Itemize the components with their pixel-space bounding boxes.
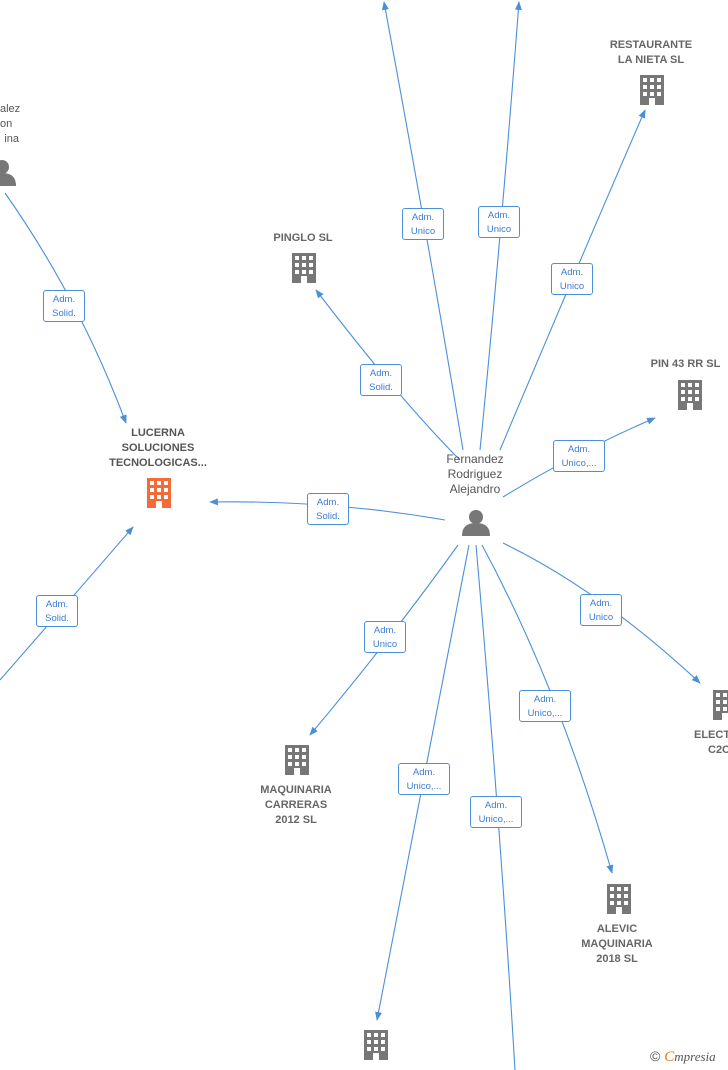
edge-e12-line1: Adm. <box>52 294 76 305</box>
edge-e11-line2: Unico,... <box>478 814 514 825</box>
building-icon-alevic <box>607 884 631 914</box>
elect-line2: C2C <box>708 744 728 756</box>
other-person-line2: on <box>0 118 13 130</box>
edge-label-e12[interactable]: Adm. Solid. <box>43 290 85 322</box>
main-company-label[interactable]: LUCERNA SOLUCIONES TECNOLOGICAS... <box>98 426 218 471</box>
building-icon-pin43 <box>678 380 702 410</box>
edge-e5-line2: Unico,... <box>561 458 597 469</box>
center-person-label[interactable]: Fernandez Rodriguez Alejandro <box>430 452 520 497</box>
company-label-restaurante[interactable]: RESTAURANTE LA NIETA SL <box>596 38 706 68</box>
person-icon-center <box>462 510 490 536</box>
building-icon-pinglo <box>292 253 316 283</box>
edge-e5-line1: Adm. <box>567 444 591 455</box>
edge-e8-line1: Adm. <box>373 625 397 636</box>
restaurante-line2: LA NIETA SL <box>617 54 685 66</box>
elect-line1: ELECT <box>694 729 728 741</box>
edge-label-e6[interactable]: Adm. Solid. <box>307 493 349 525</box>
center-person-line2: Rodriguez <box>447 467 503 481</box>
edge-e13-line1: Adm. <box>45 599 69 610</box>
edge-e4-line2: Solid. <box>369 382 393 393</box>
other-person-line1: alez <box>0 103 21 115</box>
edge-e8-line2: Unico <box>372 639 398 650</box>
main-company-line1: LUCERNA <box>131 427 185 439</box>
other-person-line3: ina <box>4 133 19 145</box>
copyright-symbol: © <box>650 1048 661 1064</box>
main-company-line3: TECNOLOGICAS... <box>109 457 207 469</box>
edge-e13-line2: Solid. <box>45 613 69 624</box>
brand-initial: C <box>664 1049 675 1065</box>
edge-e3-line1: Adm. <box>560 267 584 278</box>
edge-label-e9[interactable]: Adm. Unico,... <box>519 690 571 722</box>
edge-label-e3[interactable]: Adm. Unico <box>551 263 593 295</box>
company-label-alevic[interactable]: ALEVIC MAQUINARIA 2018 SL <box>567 922 667 967</box>
edge-label-e5[interactable]: Adm. Unico,... <box>553 440 605 472</box>
empresia-logo[interactable]: Cmpresia <box>664 1049 716 1065</box>
edge-label-e4[interactable]: Adm. Solid. <box>360 364 402 396</box>
edge-label-e10[interactable]: Adm. Unico,... <box>398 763 450 795</box>
edge-e1-line2: Unico <box>410 226 436 237</box>
edge-e12-line2: Solid. <box>52 308 76 319</box>
center-person-line1: Fernandez <box>446 452 504 466</box>
edge-line-up2 <box>479 1 522 451</box>
edge-e1-line1: Adm. <box>411 212 435 223</box>
person-icon-other <box>0 160 16 186</box>
maquinaria-line2: CARRERAS <box>264 799 328 811</box>
restaurante-line1: RESTAURANTE <box>609 39 693 51</box>
company-label-pinglo[interactable]: PINGLO SL <box>258 231 348 246</box>
company-label-pin43[interactable]: PIN 43 RR SL <box>643 357 728 372</box>
edge-label-e11[interactable]: Adm. Unico,... <box>470 796 522 828</box>
edge-label-e7[interactable]: Adm. Unico <box>580 594 622 626</box>
edge-e10-line2: Unico,... <box>406 781 442 792</box>
edge-label-e2[interactable]: Adm. Unico <box>478 206 520 238</box>
alevic-line2: MAQUINARIA <box>581 938 653 950</box>
edge-e7-line2: Unico <box>588 612 614 623</box>
edge-e4-line1: Adm. <box>369 368 393 379</box>
copyright-footer: © Cmpresia <box>650 1048 716 1066</box>
edge-label-e1[interactable]: Adm. Unico <box>402 208 444 240</box>
edge-e2-line1: Adm. <box>487 210 511 221</box>
building-icon-bottom <box>364 1030 388 1060</box>
brand-rest: mpresia <box>674 1049 716 1064</box>
pinglo-line1: PINGLO SL <box>273 232 333 244</box>
edge-e6-line1: Adm. <box>316 497 340 508</box>
edge-e9-line1: Adm. <box>533 694 557 705</box>
building-icon-elect <box>713 690 728 720</box>
pin43-line1: PIN 43 RR SL <box>650 358 721 370</box>
maquinaria-line3: 2012 SL <box>275 814 317 826</box>
edge-e7-line1: Adm. <box>589 598 613 609</box>
center-person-line3: Alejandro <box>449 482 501 496</box>
building-icon-maquinaria <box>285 745 309 775</box>
edge-label-e8[interactable]: Adm. Unico <box>364 621 406 653</box>
company-label-maquinaria[interactable]: MAQUINARIA CARRERAS 2012 SL <box>246 783 346 828</box>
edge-e9-line2: Unico,... <box>527 708 563 719</box>
alevic-line1: ALEVIC <box>596 923 638 935</box>
edge-e10-line1: Adm. <box>412 767 436 778</box>
edge-label-e13[interactable]: Adm. Solid. <box>36 595 78 627</box>
building-icon-restaurante <box>640 75 664 105</box>
other-person-label[interactable]: alez on ina <box>0 102 21 147</box>
edge-e3-line2: Unico <box>559 281 585 292</box>
building-icon-lucerna <box>147 478 171 508</box>
alevic-line3: 2018 SL <box>596 953 638 965</box>
edge-e6-line2: Solid. <box>316 511 340 522</box>
maquinaria-line1: MAQUINARIA <box>260 784 332 796</box>
edge-e2-line2: Unico <box>486 224 512 235</box>
main-company-line2: SOLUCIONES <box>121 442 195 454</box>
edge-e11-line1: Adm. <box>484 800 508 811</box>
company-label-elect[interactable]: ELECT C2C <box>694 728 728 758</box>
